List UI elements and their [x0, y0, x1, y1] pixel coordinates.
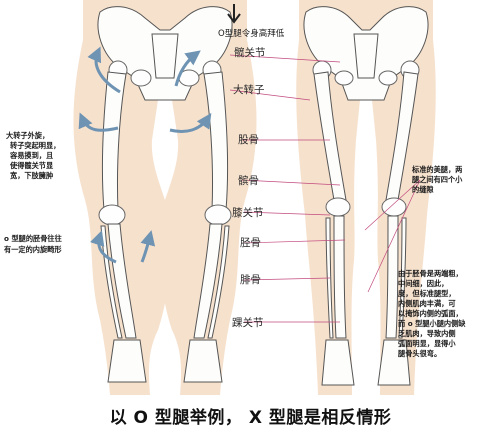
label-tibia: 胫骨	[240, 237, 261, 249]
label-patella: 髌骨	[238, 174, 259, 187]
svg-text:弧面明显，显得小: 弧面明显，显得小	[398, 339, 456, 348]
o-leg-arrow-thigh-right	[169, 113, 212, 133]
label-trochanter: 大转子	[233, 83, 265, 96]
label-knee: 膝关节	[232, 206, 264, 219]
svg-text:容易摸到，且: 容易摸到，且	[9, 151, 53, 160]
label-femur: 股骨	[238, 134, 259, 146]
svg-text:有一定的内旋畸形: 有一定的内旋畸形	[4, 245, 62, 254]
o-leg-arrow-hip-left	[87, 46, 121, 94]
svg-text:以掩饰内侧的弧面，: 以掩饰内侧的弧面，	[398, 309, 463, 318]
note-right-top: 标准的美腿，两 腿之间有四个小 的缝隙	[411, 165, 463, 194]
svg-text:转子突起明显，: 转子突起明显，	[10, 141, 60, 150]
svg-text:乏肌肉，导致内侧: 乏肌肉，导致内侧	[398, 329, 456, 338]
o-leg-arrow-thigh-left	[78, 112, 119, 132]
svg-text:o 型腿的胫骨往往: o 型腿的胫骨往往	[4, 234, 63, 243]
caption: 以 O 型腿举例， X 型腿是相反情形	[109, 408, 392, 428]
standard-leg-foot-left	[321, 339, 355, 386]
svg-text:度，但标准腿型，: 度，但标准腿型，	[398, 289, 456, 298]
standard-leg-tibia-left	[333, 215, 347, 339]
o-leg-obturator-left	[130, 69, 152, 87]
o-leg-knee-left	[98, 204, 126, 226]
o-leg-knee-right	[204, 204, 232, 226]
top-note: O型腿令身高拜低	[218, 28, 285, 39]
down-arrow-icon	[227, 4, 241, 24]
svg-text:的缝隙: 的缝隙	[412, 185, 434, 194]
label-ankle: 踝关节	[232, 316, 264, 329]
o-leg-arrow-shin-right	[140, 230, 156, 263]
standard-leg-figure	[296, 0, 436, 395]
svg-text:由于胫骨是两端粗，: 由于胫骨是两端粗，	[398, 269, 463, 278]
svg-text:腿骨头很弯。: 腿骨头很弯。	[397, 349, 441, 358]
o-leg-arrow-shin-left	[90, 230, 117, 264]
o-leg-tibia-right	[193, 223, 223, 339]
svg-text:腿之间有四个小: 腿之间有四个小	[411, 175, 463, 184]
standard-leg-fibula-right	[398, 217, 407, 339]
svg-text:中间细，因此，: 中间细，因此，	[398, 279, 448, 288]
note-right-bottom: 由于胫骨是两端粗， 中间细，因此， 度，但标准腿型， 内侧肌肉丰满，可 以掩饰内…	[397, 269, 466, 358]
o-leg-sacrum	[151, 33, 179, 79]
standard-leg-knee-right	[381, 197, 407, 217]
svg-text:使得髋关节显: 使得髋关节显	[9, 161, 54, 170]
standard-leg-foot-right	[377, 339, 411, 386]
svg-text:而 o 型腿小腿内侧缺: 而 o 型腿小腿内侧缺	[398, 319, 466, 328]
standard-leg-tibia-right	[385, 215, 399, 339]
o-leg-arrow-hip-right	[174, 50, 201, 87]
standard-leg-knee-left	[325, 197, 351, 217]
standard-leg-obturator-left	[334, 70, 354, 86]
o-leg-tibia-left	[107, 223, 137, 339]
leader-lines	[229, 54, 421, 323]
o-leg-foot-right	[183, 339, 223, 383]
o-leg-fibula-right	[207, 225, 230, 339]
label-fibula: 腓骨	[240, 274, 261, 286]
svg-text:标准的美腿，两: 标准的美腿，两	[411, 165, 462, 174]
o-leg-figure	[73, 0, 257, 395]
svg-text:宽，下肢臃肿: 宽，下肢臃肿	[9, 171, 53, 180]
standard-leg-sacrum	[353, 33, 379, 79]
label-hip: 髋关节	[234, 46, 266, 59]
note-left-mid: o 型腿的胫骨往往 有一定的内旋畸形	[4, 234, 63, 254]
svg-text:内侧肌肉丰满，可: 内侧肌肉丰满，可	[398, 299, 456, 308]
note-left-top: 大转子外旋， 转子突起明显， 容易摸到，且 使得髋关节显 宽，下肢臃肿	[6, 131, 60, 180]
svg-text:大转子外旋，: 大转子外旋，	[6, 131, 49, 140]
standard-leg-obturator-right	[378, 70, 398, 86]
o-leg-foot-left	[107, 339, 147, 383]
